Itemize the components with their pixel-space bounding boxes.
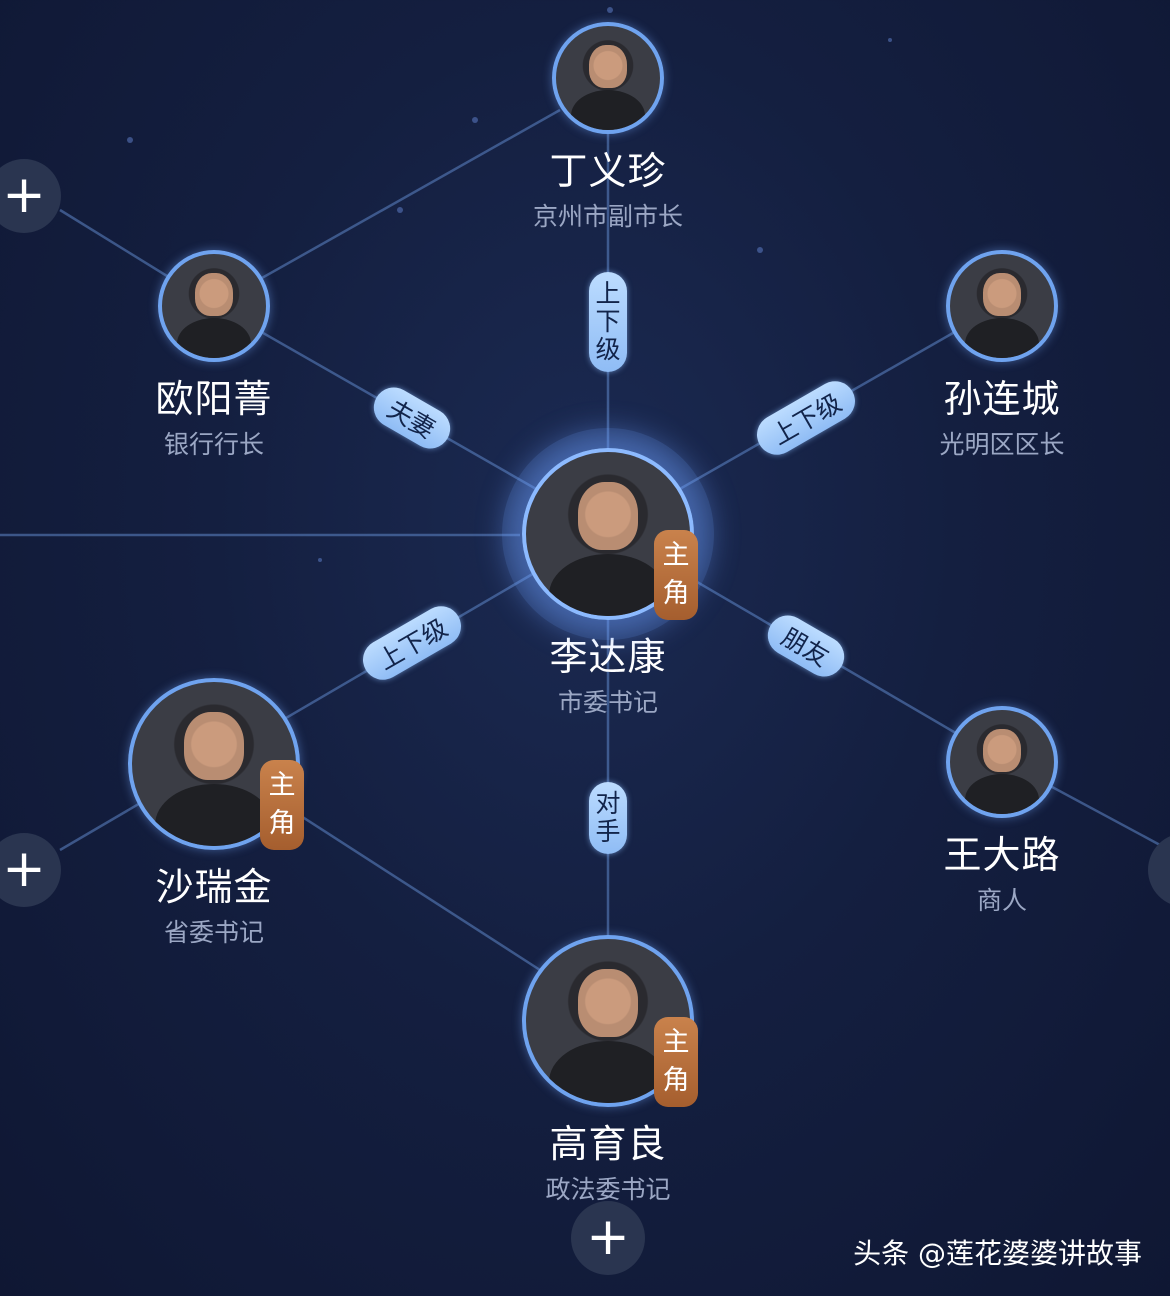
- person-node-ouyang-jing[interactable]: 欧阳菁 银行行长: [94, 250, 334, 461]
- avatar: 主角: [128, 678, 304, 850]
- person-role: 京州市副市长: [532, 202, 683, 231]
- person-node-gao-yuliang[interactable]: 主角 高育良 政法委书记: [488, 935, 728, 1206]
- plus-icon: +: [2, 165, 46, 225]
- expand-button-right-edge[interactable]: [1148, 833, 1170, 907]
- plus-icon: +: [2, 839, 46, 899]
- person-node-li-dakang[interactable]: 主角 李达康 市委书记: [488, 448, 728, 719]
- lead-role-badge: 主角: [654, 530, 698, 620]
- avatar: 主角: [522, 935, 698, 1107]
- person-node-ding-yizhen[interactable]: 丁义珍 京州市副市长: [488, 22, 728, 233]
- avatar: [946, 706, 1058, 818]
- relation-label-ding: 上下级: [589, 272, 627, 372]
- person-name: 丁义珍: [549, 149, 667, 193]
- person-node-sha-ruijin[interactable]: 主角 沙瑞金 省委书记: [94, 678, 334, 949]
- person-role: 市委书记: [557, 688, 658, 717]
- expand-button-top-left[interactable]: +: [0, 159, 61, 233]
- lead-role-badge: 主角: [260, 760, 304, 850]
- person-role: 省委书记: [163, 918, 264, 947]
- plus-icon: +: [586, 1207, 630, 1267]
- person-node-sun-liancheng[interactable]: 孙连城 光明区区长: [882, 250, 1122, 461]
- avatar: [946, 250, 1058, 362]
- avatar: [552, 22, 664, 134]
- person-name: 王大路: [943, 833, 1061, 877]
- expand-button-mid-left[interactable]: +: [0, 833, 61, 907]
- avatar: [158, 250, 270, 362]
- person-name: 李达康: [549, 635, 667, 679]
- relation-label-gao: 对手: [589, 782, 627, 854]
- person-role: 光明区区长: [939, 430, 1065, 459]
- person-node-wang-dalu[interactable]: 王大路 商人: [882, 706, 1122, 917]
- person-role: 政法委书记: [545, 1175, 671, 1204]
- expand-button-bottom[interactable]: +: [571, 1201, 645, 1275]
- lead-role-badge: 主角: [654, 1017, 698, 1107]
- avatar: 主角: [522, 448, 698, 620]
- person-name: 欧阳菁: [155, 377, 273, 421]
- person-role: 商人: [976, 886, 1027, 915]
- watermark: 头条 @莲花婆婆讲故事: [853, 1237, 1142, 1270]
- person-name: 高育良: [549, 1122, 667, 1166]
- person-role: 银行行长: [163, 430, 264, 459]
- person-name: 孙连城: [943, 377, 1061, 421]
- person-name: 沙瑞金: [155, 865, 273, 909]
